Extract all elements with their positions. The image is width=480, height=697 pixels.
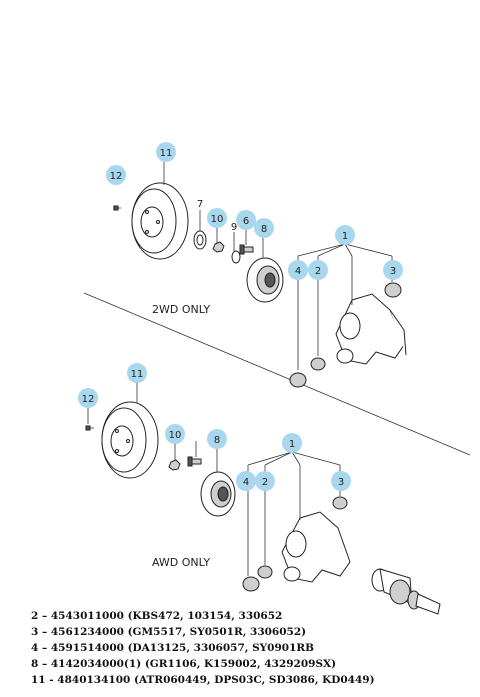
knuckle-part [335,293,407,365]
callout-12: 12 [78,388,98,408]
bushing-3-part [332,496,348,510]
callout-2: 2 [308,260,328,280]
callout-4: 4 [236,471,256,491]
part-number-legend: 2 – 4543011000 (KBS472, 103154, 330652 3… [31,608,375,688]
section-awd: 11 12 10 8 1 4 2 3 AWD ONLY [78,363,441,615]
bushing-4-part [289,372,307,388]
svg-text:4: 4 [243,477,249,488]
wheel-hub-part [200,471,236,517]
wheel-hub-part [246,257,284,303]
drive-shaft-part [371,568,441,615]
svg-text:11: 11 [160,148,173,159]
nut-part [212,241,225,253]
svg-text:8: 8 [261,224,267,235]
svg-text:2: 2 [315,266,321,277]
brake-disc-part [131,182,189,260]
callout-1: 1 [335,225,355,245]
knuckle-part [281,511,351,583]
legend-line: 4 – 4591514000 (DA13125, 3306057, SY0901… [31,642,314,654]
bushing-2-part [310,357,326,371]
section-label-2wd: 2WD ONLY [152,303,210,316]
label-9: 9 [231,222,237,233]
nut-part [168,459,181,471]
svg-text:1: 1 [342,231,348,242]
callout-12: 12 [106,165,126,185]
washer-part [231,250,241,264]
leader-lines-awd [87,383,341,576]
svg-text:6: 6 [243,216,249,227]
callout-3: 3 [383,260,403,280]
legend-line: 3 – 4561234000 (GM5517, SY0501R, 3306052… [31,626,307,638]
svg-text:3: 3 [390,266,396,277]
legend-line: 2 – 4543011000 (KBS472, 103154, 330652 [31,610,283,622]
callout-11: 11 [127,363,147,383]
svg-text:2: 2 [262,477,268,488]
svg-text:8: 8 [214,435,220,446]
callout-11: 11 [156,142,176,162]
callout-10: 10 [165,424,185,444]
svg-text:1: 1 [289,439,295,450]
svg-text:12: 12 [82,394,95,405]
label-7: 7 [197,199,203,210]
callout-2: 2 [255,471,275,491]
callout-10: 10 [207,208,227,228]
legend-line: 11 - 4840134100 (ATR060449, DPS03C, SD30… [31,674,375,686]
callout-8: 8 [254,218,274,238]
section-divider [83,292,471,456]
svg-text:10: 10 [211,214,224,225]
callout-4: 4 [288,260,308,280]
bushing-2-part [257,565,273,579]
brake-disc-part [101,401,159,479]
callout-6: 6 [236,210,256,230]
section-2wd: 12 11 10 6 8 1 4 2 [106,142,407,388]
svg-text:4: 4 [295,266,301,277]
bolt-part [239,244,254,255]
svg-text:10: 10 [169,430,182,441]
bushing-3-part [384,282,402,298]
section-label-awd: AWD ONLY [152,556,210,569]
bolt-part [187,456,202,467]
callout-1: 1 [282,433,302,453]
callout-8: 8 [207,429,227,449]
svg-text:3: 3 [338,477,344,488]
screw-part [85,425,94,431]
screw-part [113,205,121,211]
svg-text:12: 12 [110,171,123,182]
callout-3: 3 [331,471,351,491]
bushing-4-part [242,576,260,592]
seal-part [193,230,207,250]
legend-line: 8 – 4142034000(1) (GR1106, K159002, 4329… [31,658,337,670]
svg-text:11: 11 [131,369,144,380]
